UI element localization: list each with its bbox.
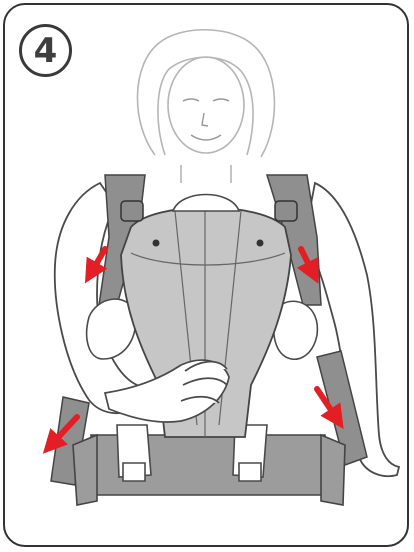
baby-head [173, 195, 239, 212]
instruction-panel: 4 [3, 3, 409, 547]
waist-belt [73, 435, 345, 505]
baby-carrier-illustration [5, 5, 409, 547]
step-number: 4 [34, 34, 58, 68]
woman-face [183, 99, 229, 140]
snap-icon [153, 240, 160, 247]
woman-head [137, 30, 274, 183]
step-badge: 4 [19, 24, 72, 77]
snap-icon [257, 240, 264, 247]
